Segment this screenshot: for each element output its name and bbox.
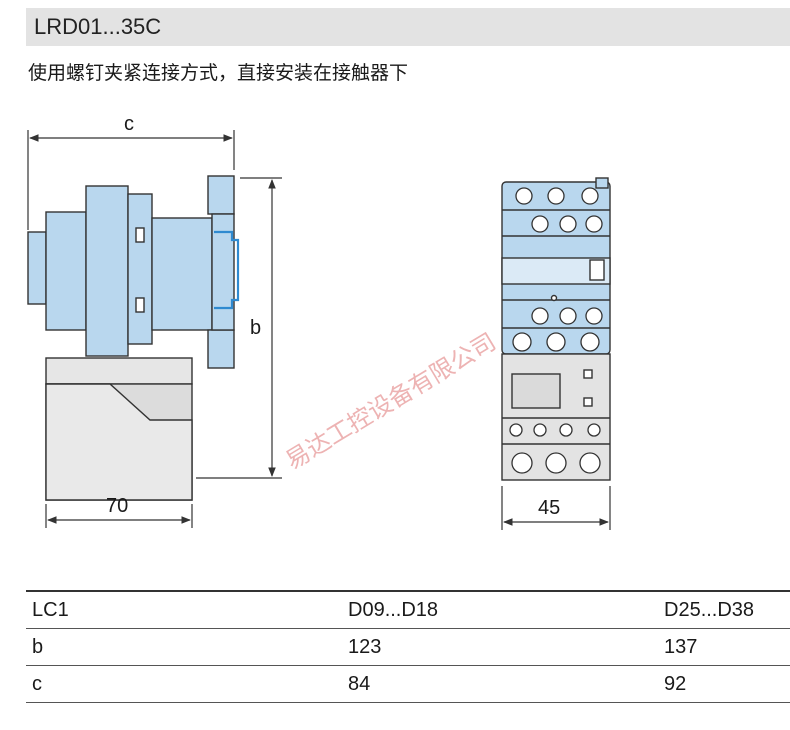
table-header-cell: LC1 — [26, 590, 342, 629]
title-bar: LRD01...35C — [26, 8, 790, 46]
side-view — [27, 175, 240, 501]
dimension-b — [196, 177, 282, 479]
table-cell: 84 — [342, 665, 658, 703]
din-rail-clip — [214, 230, 240, 310]
table-cell: c — [26, 665, 342, 703]
table-cell: 137 — [658, 628, 790, 666]
table-row: c 84 92 — [26, 665, 790, 703]
relay-dial — [511, 373, 561, 409]
dimension-45-label: 45 — [538, 497, 560, 519]
table-cell: 92 — [658, 665, 790, 703]
dimension-45 — [501, 486, 611, 530]
dimension-70 — [45, 504, 193, 528]
watermark: 易达工控设备有限公司 — [281, 328, 501, 476]
table-header-cell: D25...D38 — [658, 590, 790, 629]
dimension-table: LC1 D09...D18 D25...D38 b 123 137 c 84 9… — [26, 590, 790, 703]
contactor-side — [27, 175, 235, 369]
relay-side — [45, 357, 193, 501]
dimension-b-label: b — [250, 317, 261, 339]
page-title: LRD01...35C — [34, 14, 162, 39]
subtitle: 使用螺钉夹紧连接方式，直接安装在接触器下 — [28, 62, 409, 84]
dimension-c — [27, 130, 235, 230]
table-header-row: LC1 D09...D18 D25...D38 — [26, 590, 790, 629]
dimension-drawing: c b 70 — [27, 113, 611, 530]
dimension-c-label: c — [124, 113, 134, 135]
table-row: b 123 137 — [26, 628, 790, 666]
table-cell: b — [26, 628, 342, 666]
table-header-cell: D09...D18 — [342, 590, 658, 629]
terminal-screws — [509, 187, 603, 474]
table-cell: 123 — [342, 628, 658, 666]
dimension-70-label: 70 — [106, 495, 128, 517]
